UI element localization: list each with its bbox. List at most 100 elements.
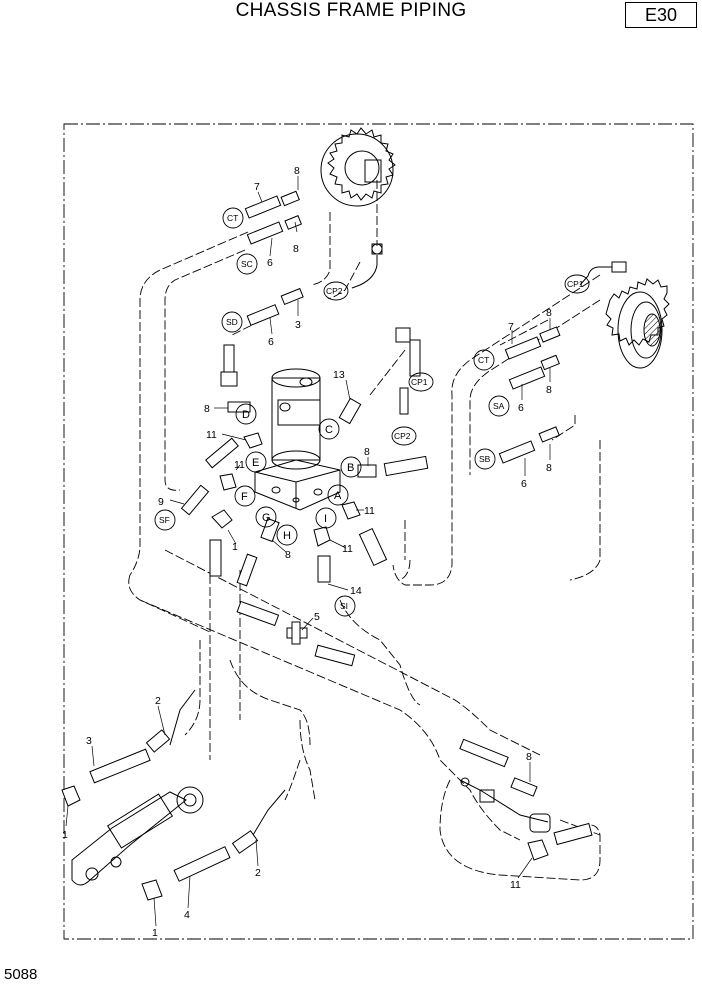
callout-numbers: 7 8 8 6 3 6 8 11 13 8 11 9 11 1 8 11 14 … [62,165,552,939]
port-a-text: A [334,490,342,502]
port-cp2-center-text: CP2 [394,431,411,441]
hoses-and-fittings [61,190,593,901]
hose-h [236,553,258,587]
elbow-11-left [243,432,263,449]
port-g: G [255,506,277,528]
elbow-1-bottom [141,879,163,901]
right-bracket [459,777,551,833]
port-si-text: SI [340,601,348,611]
port-sa: SA [488,395,510,417]
port-d-text: D [242,409,250,421]
frame-border [63,123,694,940]
port-cp1-center-text: CP1 [411,377,428,387]
travel-motor-right [579,261,670,369]
callout-3a: 3 [295,319,301,331]
hose-b [383,455,429,477]
callout-11d: 11 [342,543,353,555]
callout-7a: 7 [254,181,260,193]
callout-8g: 8 [546,384,552,396]
callout-11a: 11 [206,429,217,441]
callout-8a: 8 [294,165,300,177]
callout-11e: 11 [510,879,521,891]
tee-5 [286,621,308,645]
callout-2a: 2 [155,695,161,707]
port-sc: SC [236,253,258,275]
port-b-text: B [347,462,354,474]
hose-2-lower [231,789,286,854]
fitting-13 [338,397,362,425]
callout-8d: 8 [364,446,370,458]
hose-2-left [145,689,196,753]
callout-9: 9 [158,496,164,508]
hose-sa [508,354,560,390]
port-sb: SB [474,448,496,470]
port-cp1-right: CP1 [564,274,590,294]
hose-4 [173,846,231,882]
fitting-h [260,517,280,543]
hose-e [205,437,239,469]
port-cp1-center: CP1 [408,372,434,392]
callout-8f: 8 [546,307,552,319]
hose-cp2 [399,387,409,415]
callout-11c: 11 [364,505,375,517]
callout-11b: 11 [234,459,245,471]
port-e-text: E [252,457,259,469]
port-ct-left-text: CT [227,213,238,223]
hose-mid-1 [236,600,280,627]
port-ct-right: CT [473,349,495,371]
hose-mid-2 [314,644,356,667]
callout-4: 4 [184,909,190,921]
pipe-routes [128,180,601,881]
callout-3b: 3 [86,735,92,747]
port-f: F [234,485,256,507]
port-d: D [235,403,257,425]
section-code: E30 [625,2,697,28]
port-ct-right-text: CT [478,355,489,365]
callout-5: 5 [314,611,320,623]
elbow-11-a [341,501,361,520]
port-sf-text: SF [159,515,170,525]
hose-9-sf [180,484,210,516]
port-sa-text: SA [493,401,505,411]
port-f-text: F [241,491,248,503]
port-cp1-right-text: CP1 [567,279,584,289]
hose-sc [246,215,303,245]
port-a: A [327,484,349,506]
elbow-f [219,473,237,491]
port-sd-text: SD [226,317,238,327]
port-sc-text: SC [241,259,253,269]
callout-8e: 8 [285,549,291,561]
callout-1c: 1 [152,927,158,939]
hose-3-left [89,748,151,784]
callout-6a: 6 [267,257,273,269]
hose-c-right [358,527,388,567]
leader-lines [65,176,551,927]
port-sf: SF [154,509,176,531]
callout-6b: 6 [268,336,274,348]
elbow-1-g [211,509,233,529]
callout-14: 14 [350,585,362,597]
port-i-text: I [324,513,327,525]
port-sd: SD [221,311,243,333]
page-title: CHASSIS FRAME PIPING [235,0,467,21]
port-h: H [276,524,298,546]
port-h-text: H [283,530,291,542]
page-id: 5088 [4,966,38,983]
elbow-11-right [527,822,593,861]
port-b: B [340,456,362,478]
callout-6d: 6 [521,478,527,490]
port-c: C [318,418,340,440]
hose-ct-top [244,190,300,219]
swivel-joint [254,368,341,511]
port-labels: CT SC CP2 SD CP1 CT CP1 SA CP2 SB SF SI … [154,207,590,617]
port-i: I [315,507,337,529]
port-e: E [245,451,267,473]
hose-sb [498,426,560,464]
port-cp2-center: CP2 [391,426,417,446]
port-cp2-top-text: CP2 [326,286,343,296]
hose-sd [246,287,304,326]
port-sb-text: SB [479,454,491,464]
port-c-text: C [325,424,333,436]
callout-8i: 8 [526,751,532,763]
